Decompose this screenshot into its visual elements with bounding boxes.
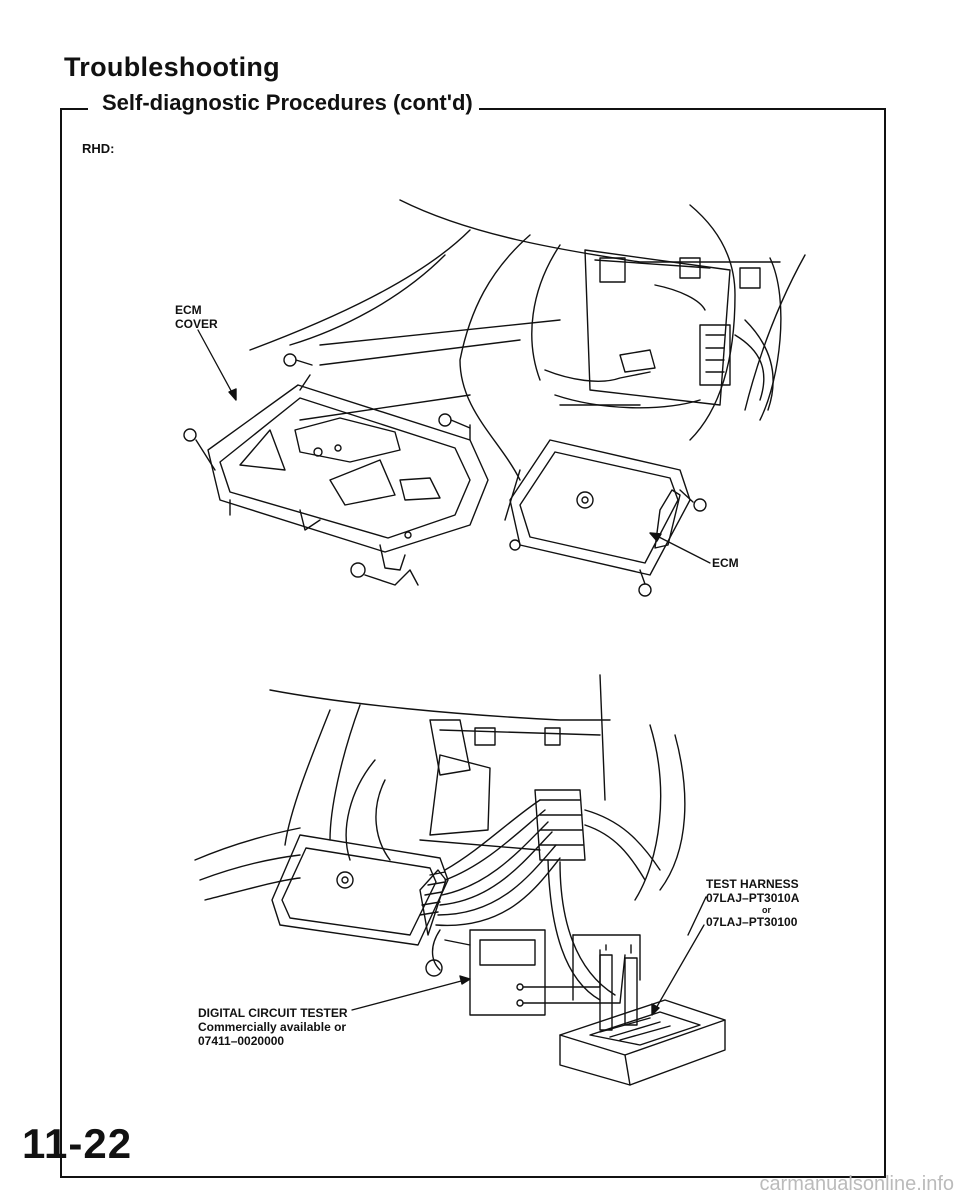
ecm-cover-callout-line-1: ECM	[175, 303, 202, 317]
page-number: 11-22	[22, 1120, 133, 1167]
harness-bracket-line	[687, 896, 707, 936]
ecm-cover-callout-line-2: COVER	[175, 317, 218, 331]
content-frame	[60, 108, 886, 1178]
digital-tester-name: DIGITAL CIRCUIT TESTER	[198, 1006, 348, 1020]
test-harness-or: or	[762, 905, 771, 915]
ecm-cover-arrowhead	[228, 388, 237, 401]
digital-tester-callout: DIGITAL CIRCUIT TESTER Commercially avai…	[198, 1006, 348, 1048]
rhd-label: RHD:	[82, 141, 115, 156]
ecm-callout: ECM	[712, 556, 739, 570]
digital-tester-note: Commercially available or	[198, 1020, 347, 1034]
ecm-cover-bolts	[183, 353, 471, 586]
ecm-cover-leader	[197, 329, 236, 399]
harness-breakout-box	[559, 944, 726, 1086]
tester-arrowhead	[459, 975, 471, 985]
frame-top-rule-right	[466, 108, 884, 110]
harness-arrowhead	[651, 1003, 660, 1016]
page-title: Troubleshooting	[64, 52, 280, 82]
harness-leader	[654, 924, 705, 1011]
frame-top-rule-left	[60, 108, 88, 110]
ecm-cover-callout: ECM COVER	[175, 303, 218, 331]
test-harness-callout: TEST HARNESS 07LAJ–PT3010A or 07LAJ–PT30…	[706, 877, 799, 929]
ecm-unit-top	[504, 439, 707, 597]
top-illustration-dashboard	[249, 199, 806, 481]
section-subtitle: Self-diagnostic Procedures (cont'd)	[96, 90, 479, 116]
test-harness-part-2: 07LAJ–PT30100	[706, 915, 798, 929]
test-harness-part-1: 07LAJ–PT3010A	[706, 891, 800, 905]
test-harness-cables	[425, 789, 661, 1001]
ecm-arrowhead	[649, 532, 662, 542]
ecm-cover-panel	[207, 374, 489, 571]
bottom-illustration-dashboard	[194, 674, 686, 901]
digital-tester-part: 07411–0020000	[198, 1034, 285, 1048]
digital-circuit-tester	[469, 929, 641, 1016]
test-harness-name: TEST HARNESS	[706, 877, 799, 891]
footer-watermark: carmanualsonline.info	[759, 1173, 954, 1195]
ecm-leader	[654, 534, 711, 564]
tester-leader	[351, 979, 466, 1011]
ecm-unit-bottom	[271, 834, 449, 946]
